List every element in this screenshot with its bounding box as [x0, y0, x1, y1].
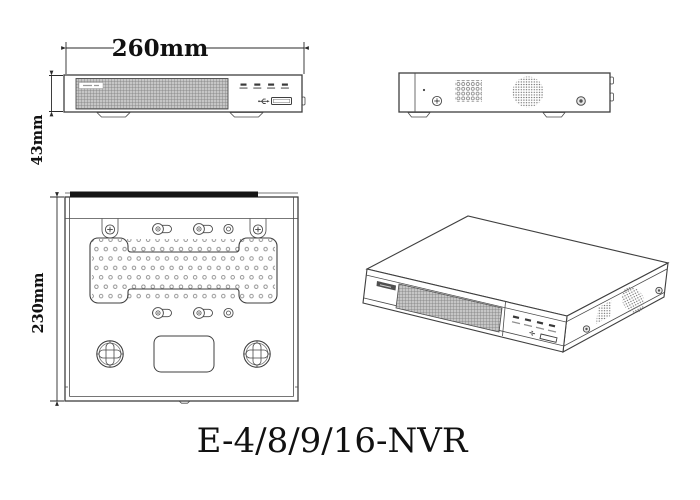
- brand-label: [78, 82, 104, 89]
- usb-icon: [258, 98, 270, 104]
- keyhole-slot-icon: [193, 223, 213, 235]
- depth-dimension: 230mm: [30, 192, 64, 406]
- screw-icon: [431, 95, 443, 107]
- fan-vent-icon-3d: [621, 287, 645, 313]
- front-height-dim-label: 43mm: [29, 114, 46, 166]
- screw-hole: [223, 223, 234, 235]
- screw-hole: [223, 307, 234, 319]
- side-foot-right: [542, 112, 566, 118]
- foot-pad-icon: [243, 340, 271, 368]
- led-indicator-icon: [239, 83, 248, 89]
- led-indicator-icon: [280, 83, 289, 89]
- front-side-tab: [301, 96, 306, 106]
- label-recess: [153, 335, 215, 373]
- bottom-view: 230mm: [30, 191, 299, 406]
- keyhole-slot-icon: [193, 307, 213, 319]
- led-indicator-icon: [267, 83, 276, 89]
- side-tab-bottom: [609, 92, 614, 102]
- screw-icon: [576, 96, 586, 106]
- screw-icon: [655, 286, 663, 295]
- screw-icon: [252, 224, 264, 235]
- side-view: [398, 72, 614, 118]
- perforation-panel: [89, 237, 278, 304]
- panel-divider: [502, 301, 506, 337]
- side-chassis-outline: [398, 72, 611, 113]
- front-foot-right: [229, 112, 264, 118]
- top-lip-line: [365, 268, 668, 323]
- led-indicators: [239, 83, 289, 89]
- usb-port: [271, 97, 292, 105]
- side-pinhole: [422, 88, 426, 92]
- screw-icon: [582, 325, 591, 333]
- led-indicators-3d: [511, 315, 557, 333]
- side-foot-left: [407, 112, 431, 118]
- perspective-view: [362, 215, 670, 353]
- vent-grid-icon-3d: [596, 300, 612, 324]
- front-grille-mesh-3d: [395, 283, 503, 333]
- bottom-depth-dim-label: 230mm: [30, 272, 47, 334]
- model-caption: E-4/8/9/16-NVR: [197, 421, 469, 461]
- led-indicator-icon: [253, 83, 262, 89]
- front-width-dim-label: 260mm: [112, 35, 209, 62]
- front-foot-left: [96, 112, 131, 118]
- gasket-strip: [70, 191, 258, 197]
- foot-pad-icon: [96, 340, 124, 368]
- screw-icon: [104, 224, 116, 235]
- front-view: 260mm 43mm: [29, 35, 309, 166]
- fan-vent-icon: [512, 76, 544, 108]
- keyhole-slot-icon: [152, 307, 172, 319]
- usb-port-3d: [529, 330, 558, 343]
- height-dimension: 43mm: [29, 70, 63, 166]
- brand-label-3d: [376, 281, 396, 291]
- vent-grid-icon: [455, 80, 482, 102]
- side-tab-top: [609, 76, 614, 85]
- keyhole-slot-icon: [152, 223, 172, 235]
- width-dimension: 260mm: [61, 35, 309, 74]
